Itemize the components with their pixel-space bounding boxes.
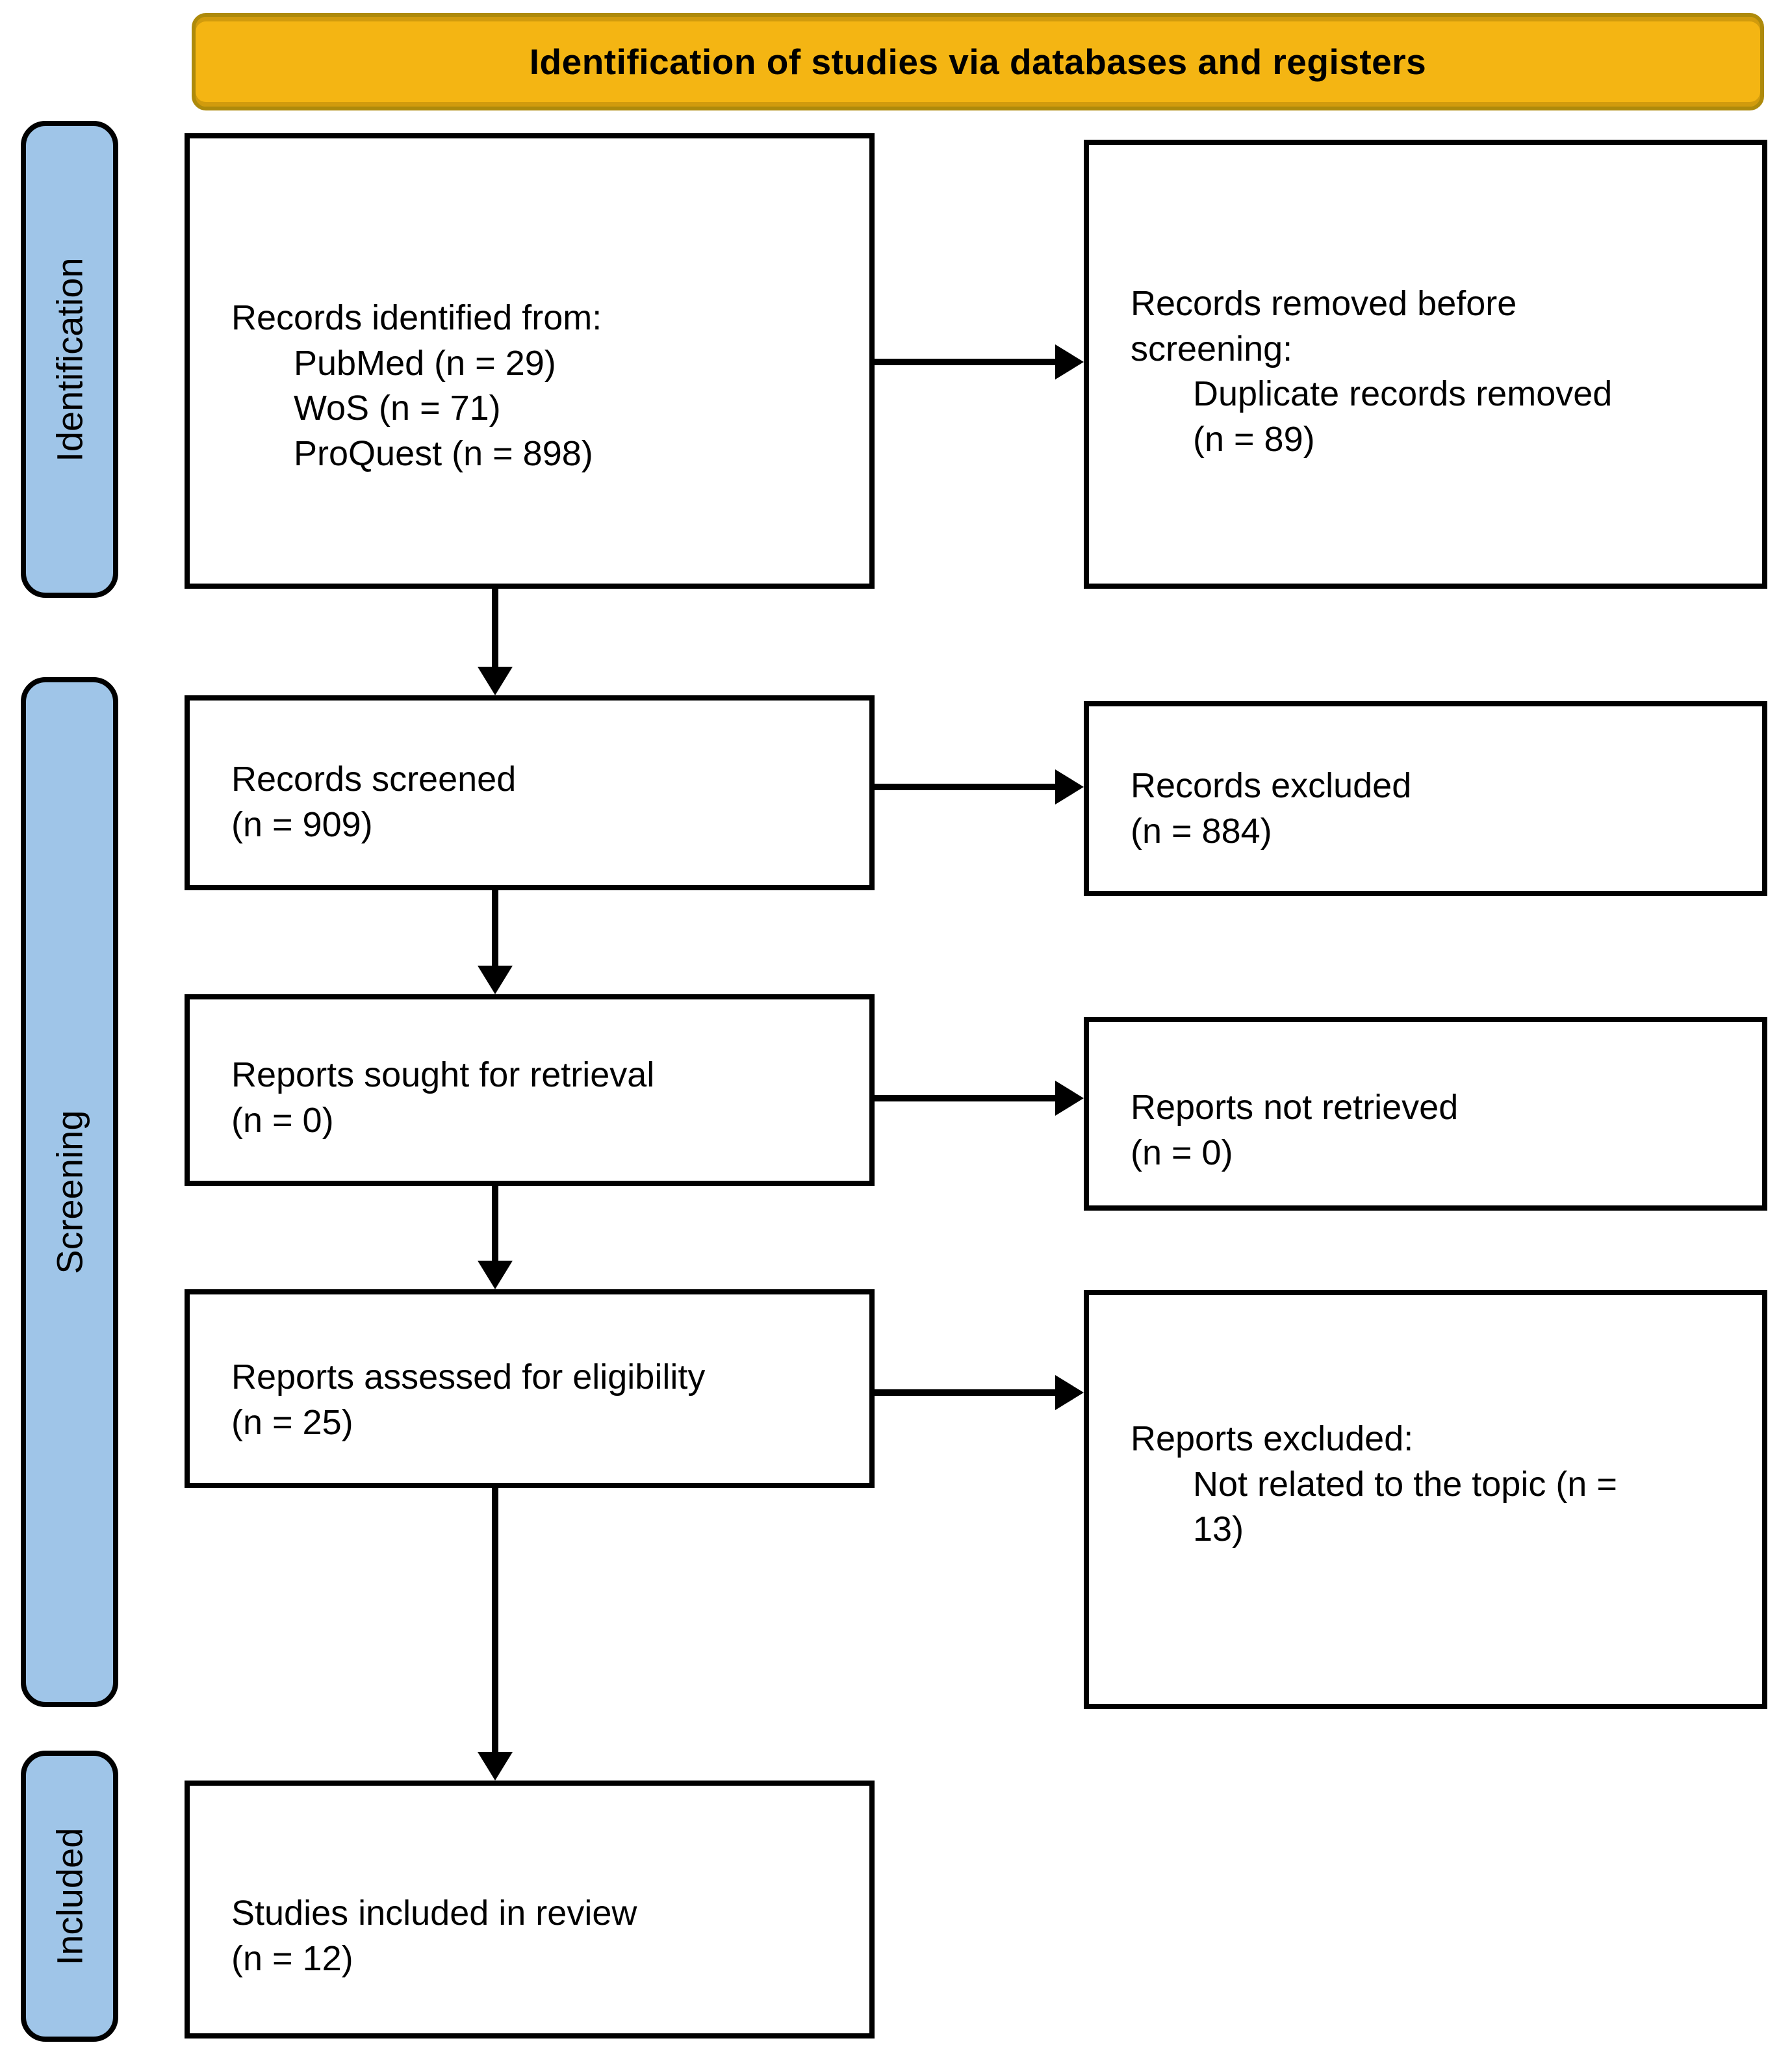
stage-label-identification: Identification bbox=[21, 121, 118, 598]
box-line: (n = 12) bbox=[231, 1938, 353, 1978]
arrow-right-assessed-to-excluded-line bbox=[875, 1389, 1055, 1396]
box-line: (n = 0) bbox=[231, 1100, 334, 1140]
box-line: Records removed before bbox=[1131, 284, 1517, 323]
box-line: (n = 25) bbox=[231, 1402, 353, 1442]
arrow-down-screened-to-sought-line bbox=[492, 890, 498, 966]
arrow-right-screened-to-excluded-line bbox=[875, 784, 1055, 790]
arrow-right-identified-to-removed-line bbox=[875, 359, 1055, 365]
box-records-screened: Records screened (n = 909) bbox=[185, 695, 875, 890]
box-reports-excluded: Reports excluded: Not related to the top… bbox=[1084, 1290, 1767, 1709]
box-line: Reports assessed for eligibility bbox=[231, 1357, 706, 1396]
arrow-right-identified-to-removed-head-icon bbox=[1055, 344, 1084, 379]
box-line: Duplicate records removed bbox=[1193, 374, 1613, 414]
arrow-right-screened-to-excluded-head-icon bbox=[1055, 769, 1084, 804]
box-line: PubMed (n = 29) bbox=[294, 343, 556, 383]
box-line: 13) bbox=[1193, 1510, 1244, 1549]
box-line: Reports excluded: bbox=[1131, 1419, 1414, 1458]
stage-label-identification-text: Identification bbox=[49, 257, 90, 462]
box-line: Not related to the topic (n = bbox=[1193, 1464, 1617, 1504]
box-line: Records excluded bbox=[1131, 766, 1412, 805]
arrow-down-assessed-to-included-head-icon bbox=[478, 1752, 513, 1781]
stage-label-screening-text: Screening bbox=[49, 1110, 90, 1274]
box-line: (n = 89) bbox=[1193, 419, 1315, 459]
box-line: ProQuest (n = 898) bbox=[294, 433, 593, 473]
box-reports-sought-for-retrieval: Reports sought for retrieval (n = 0) bbox=[185, 994, 875, 1186]
arrow-right-sought-to-not-retrieved-head-icon bbox=[1055, 1081, 1084, 1116]
box-reports-not-retrieved: Reports not retrieved (n = 0) bbox=[1084, 1017, 1767, 1211]
box-records-removed-before-screening: Records removed before screening: Duplic… bbox=[1084, 140, 1767, 589]
arrow-right-sought-to-not-retrieved-line bbox=[875, 1095, 1055, 1101]
header-banner: Identification of studies via databases … bbox=[192, 13, 1764, 110]
arrow-right-assessed-to-excluded-head-icon bbox=[1055, 1375, 1084, 1410]
box-line: (n = 0) bbox=[1131, 1133, 1233, 1172]
arrow-down-sought-to-assessed-line bbox=[492, 1186, 498, 1261]
box-line: Studies included in review bbox=[231, 1894, 637, 1933]
box-line: Reports sought for retrieval bbox=[231, 1055, 655, 1094]
stage-label-included: Included bbox=[21, 1751, 118, 2042]
box-records-identified: Records identified from: PubMed (n = 29)… bbox=[185, 133, 875, 589]
box-line: Records identified from: bbox=[231, 298, 602, 337]
box-reports-assessed-for-eligibility: Reports assessed for eligibility (n = 25… bbox=[185, 1289, 875, 1488]
arrow-down-sought-to-assessed-head-icon bbox=[478, 1261, 513, 1289]
box-line: (n = 909) bbox=[231, 804, 373, 844]
arrow-down-assessed-to-included-line bbox=[492, 1488, 498, 1752]
box-line: (n = 884) bbox=[1131, 811, 1272, 851]
arrow-down-identified-to-screened-line bbox=[492, 589, 498, 667]
box-line: Reports not retrieved bbox=[1131, 1088, 1459, 1127]
box-records-excluded: Records excluded (n = 884) bbox=[1084, 701, 1767, 896]
box-line: Records screened bbox=[231, 760, 517, 799]
box-line: screening: bbox=[1131, 329, 1293, 368]
stage-label-screening: Screening bbox=[21, 677, 118, 1707]
box-studies-included-in-review: Studies included in review (n = 12) bbox=[185, 1781, 875, 2039]
header-banner-label: Identification of studies via databases … bbox=[529, 42, 1427, 82]
arrow-down-screened-to-sought-head-icon bbox=[478, 966, 513, 994]
stage-label-included-text: Included bbox=[49, 1827, 90, 1965]
arrow-down-identified-to-screened-head-icon bbox=[478, 667, 513, 695]
box-line: WoS (n = 71) bbox=[294, 389, 501, 428]
